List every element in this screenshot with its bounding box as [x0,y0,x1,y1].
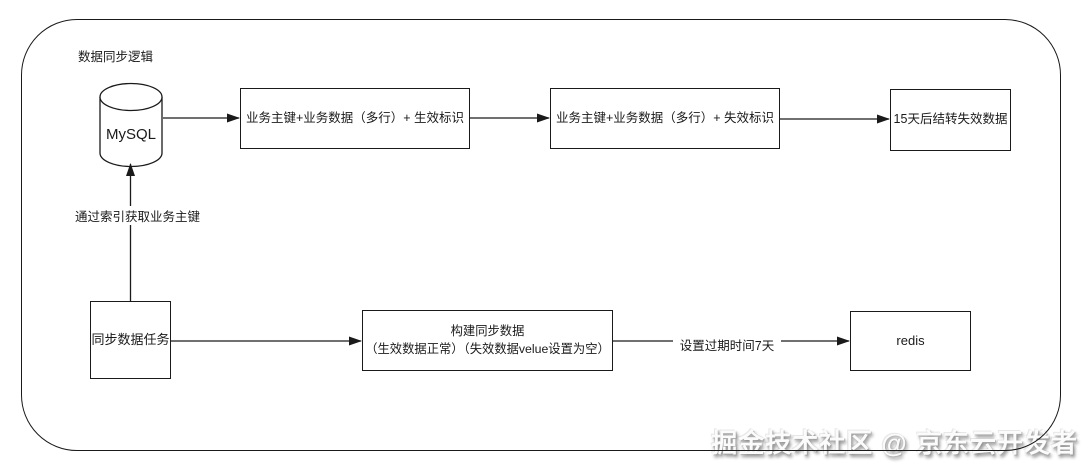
node-active-data: 业务主键+业务数据（多行）+ 生效标识 [240,88,470,149]
node-sync-task-label: 同步数据任务 [91,331,170,347]
node-build-sync-line2: （生效数据正常）（失效数据velue设置为空） [365,341,610,356]
diagram-outer-frame [21,19,1061,451]
edge-label-fetch-by-index: 通过索引获取业务主键 [73,206,203,225]
node-archive-data-label: 15天后结转失效数据 [893,112,1008,127]
mysql-label: MySQL [106,126,156,143]
edge-label-set-expire: 设置过期时间7天 [673,335,781,354]
mysql-database-icon: MySQL [99,82,163,168]
node-build-sync-line1: 构建同步数据 [450,323,525,338]
node-redis: redis [850,311,971,371]
node-archive-data: 15天后结转失效数据 [890,89,1011,151]
node-sync-task: 同步数据任务 [90,301,171,379]
diagram-title: 数据同步逻辑 [78,50,154,64]
node-inactive-data: 业务主键+业务数据（多行）+ 失效标识 [550,88,780,149]
node-redis-label: redis [896,332,925,348]
node-build-sync: 构建同步数据 （生效数据正常）（失效数据velue设置为空） [362,310,613,371]
node-active-data-label: 业务主键+业务数据（多行）+ 生效标识 [245,110,465,125]
node-inactive-data-label: 业务主键+业务数据（多行）+ 失效标识 [555,110,775,125]
